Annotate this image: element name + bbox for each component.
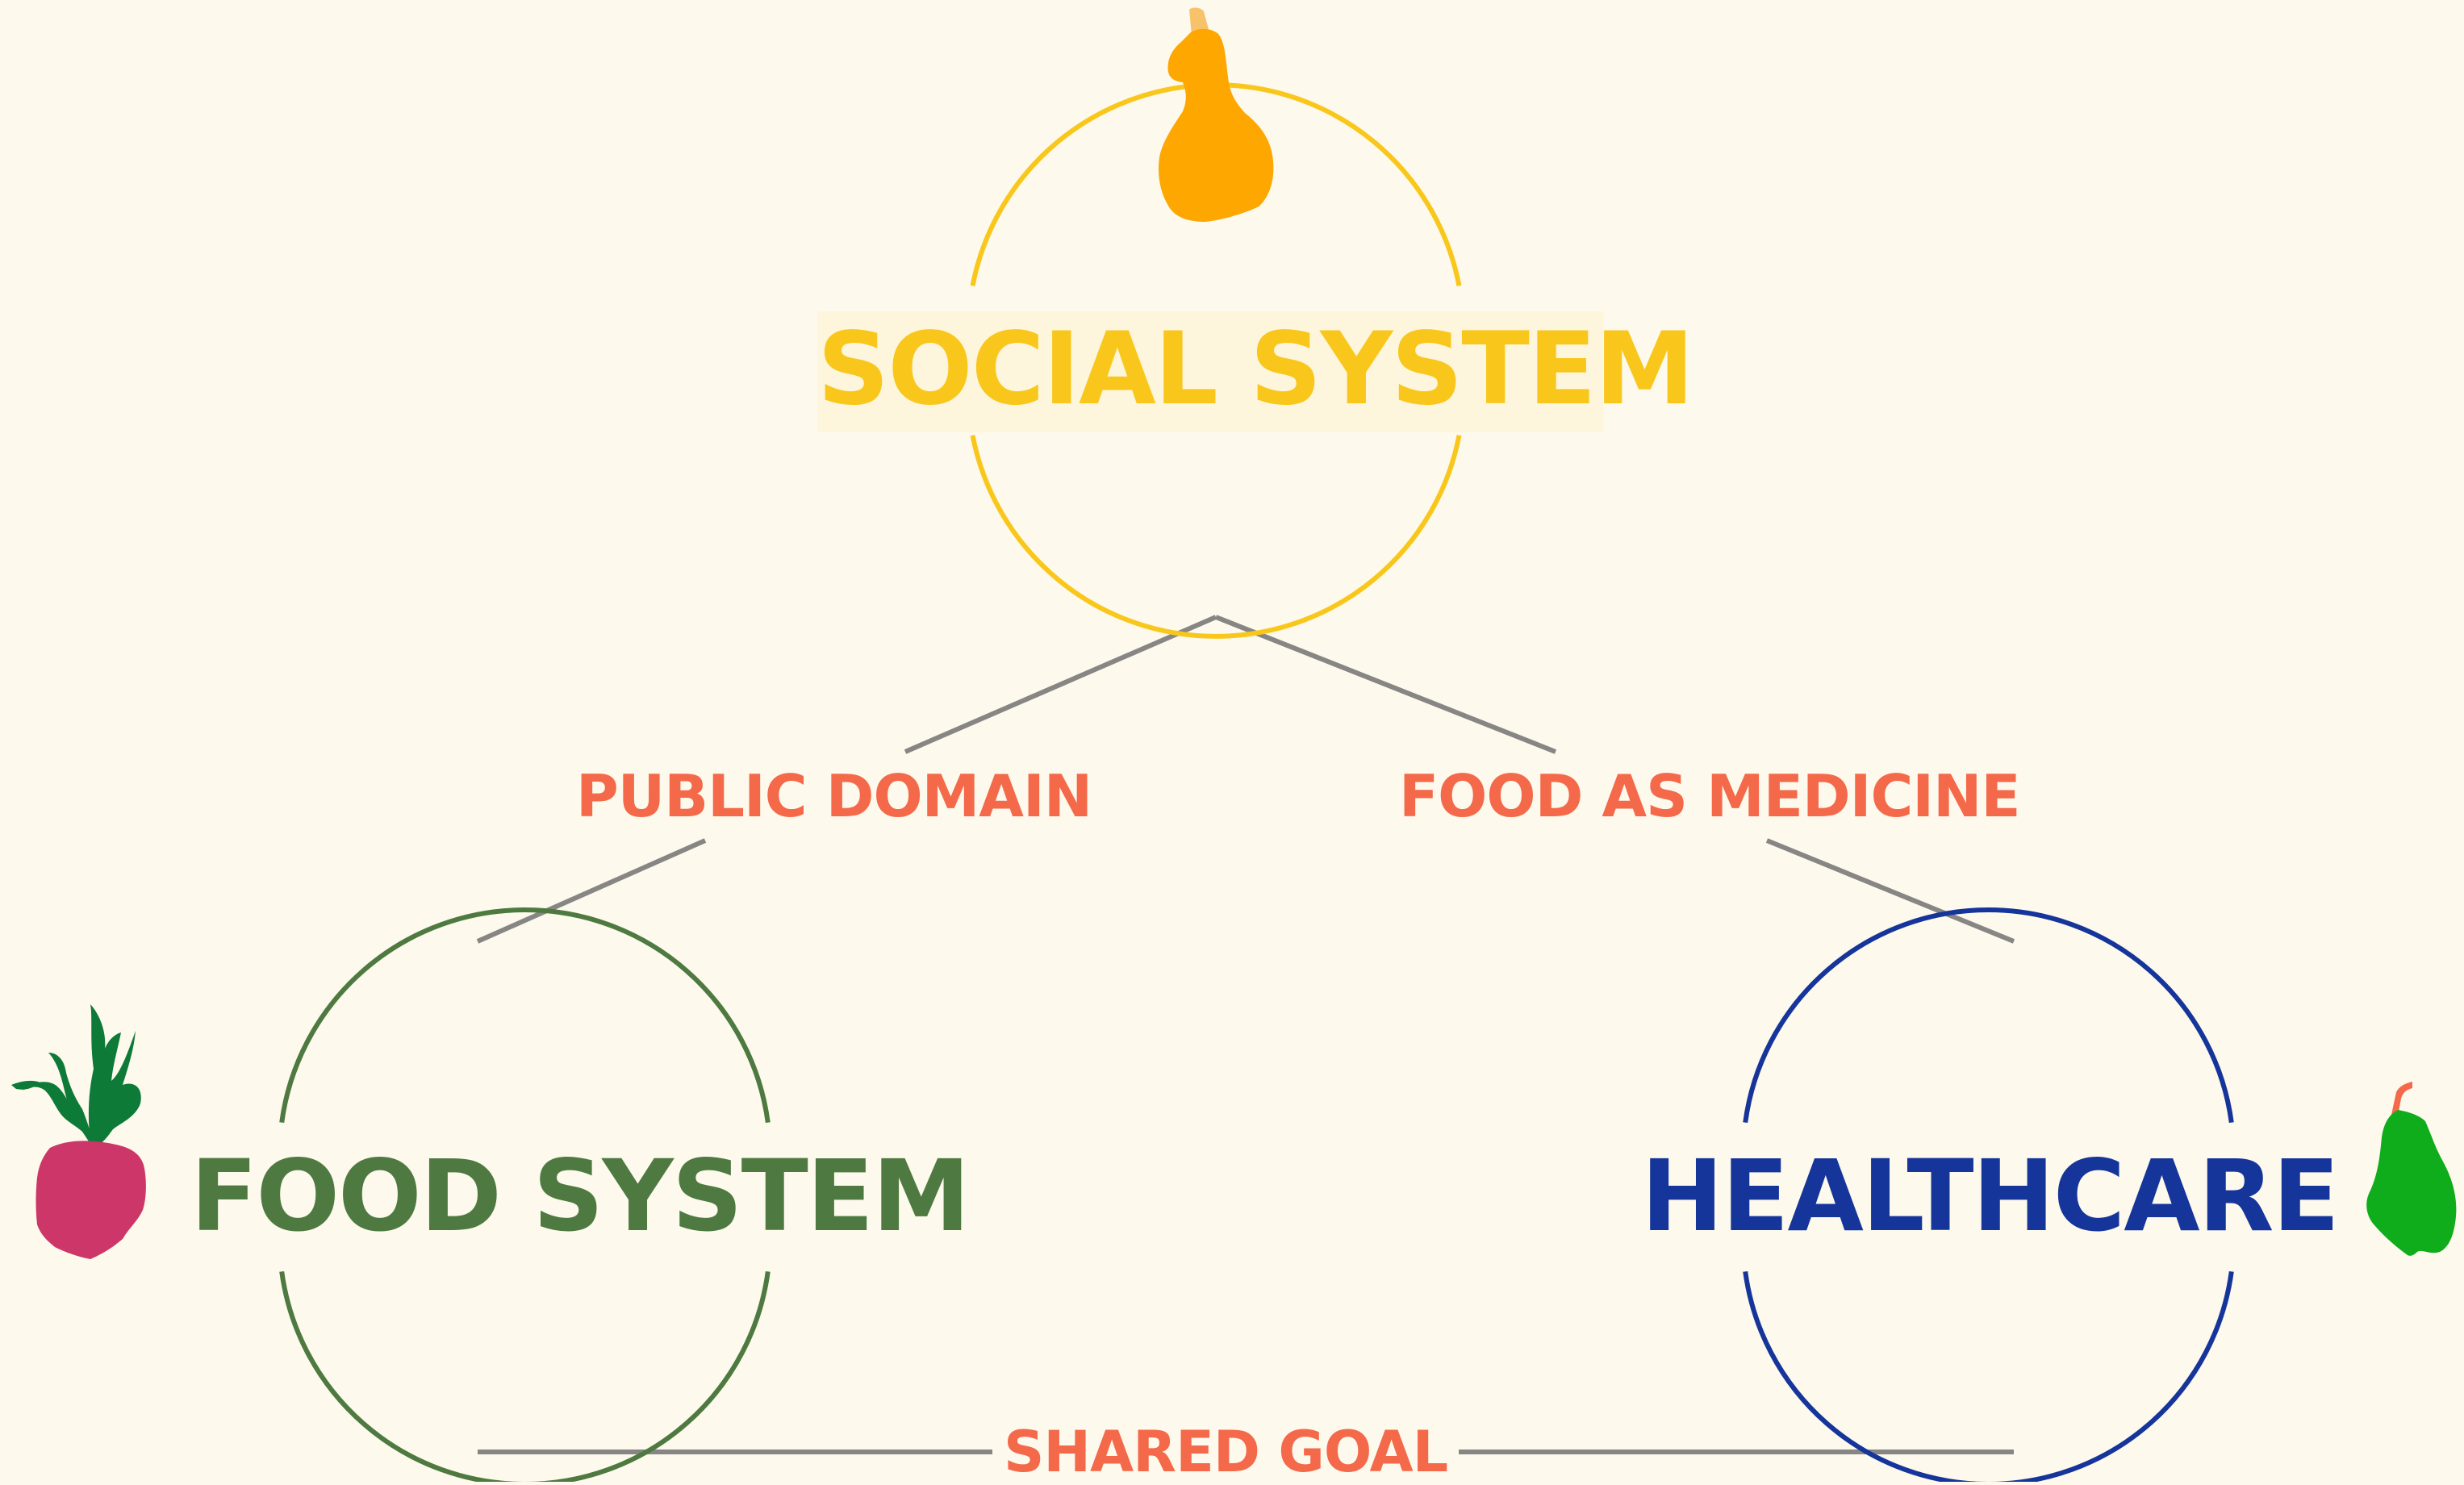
connector-lines [476,615,2015,1454]
connector-social-food-lower [476,838,707,944]
connector-social-food-upper [904,615,1217,754]
node-label-food-system: FOOD SYSTEM [190,1139,971,1253]
connector-social-health-lower [1765,838,2015,944]
healthcare-ring-top [1743,907,2234,1124]
healthcare-ring-bottom [1743,1270,2234,1482]
node-label-social-system: SOCIAL SYSTEM [817,311,1694,432]
edge-label-public-domain: PUBLIC DOMAIN [565,767,1104,825]
edge-label-food-as-medicine: FOOD AS MEDICINE [1388,767,2032,825]
butternut-squash-icon [1159,7,1274,223]
edge-label-shared-goal: SHARED GOAL [992,1424,1460,1480]
node-label-healthcare: HEALTHCARE [1641,1139,2340,1253]
pear-icon [2366,1082,2457,1256]
food-system-ring-bottom [279,1270,771,1482]
beet-icon [11,1004,146,1259]
connector-social-health-upper [1214,615,1557,754]
social-system-ring-bottom [970,435,1462,639]
food-system-ring-top [279,907,771,1124]
